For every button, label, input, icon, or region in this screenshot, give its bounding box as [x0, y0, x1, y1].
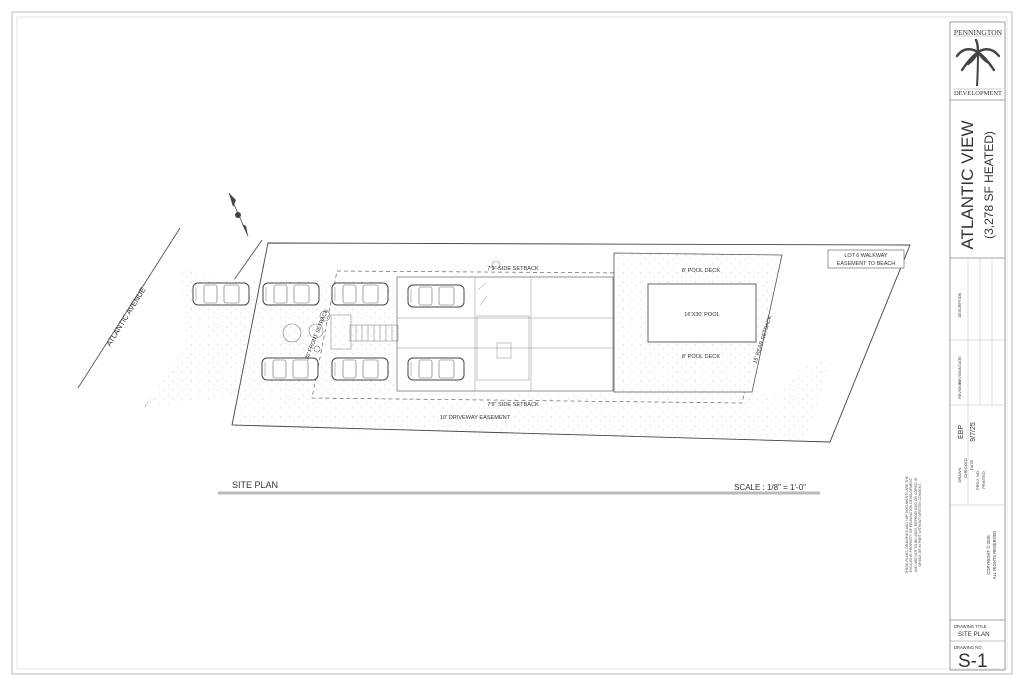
- project-subtitle: (3,278 SF HEATED): [982, 131, 996, 239]
- drawing-number-label: DRAWING NO.: [954, 645, 983, 650]
- side-setback-top-label: 7'9" SIDE SETBACK: [487, 266, 539, 272]
- walkway-label-line2: EASEMENT TO BEACH: [837, 261, 896, 267]
- brand-name-line1: PENNINGTON: [954, 28, 1003, 37]
- street-line-left: [77, 227, 181, 389]
- car-icon: [407, 357, 465, 381]
- sheet-border: [11, 11, 1013, 675]
- lot-boundary: [231, 242, 911, 443]
- car-icon: [407, 284, 465, 308]
- side-setback-bottom-label: 7'9" SIDE SETBACK: [487, 402, 539, 408]
- inner-border: [16, 16, 1008, 670]
- pool: [647, 283, 757, 343]
- stair: [330, 314, 399, 350]
- car-icon: [262, 282, 320, 306]
- checked-label-visible: CHECKED: [963, 458, 968, 478]
- date-value: 9/7/25: [970, 422, 977, 442]
- driveway-easement-label: 10' DRIVEWAY EASEMENT: [440, 415, 511, 421]
- plan-scale: SCALE : 1/8" = 1'-0": [734, 483, 806, 492]
- printed-label: PRINTED: [981, 471, 986, 489]
- car-icon: [331, 282, 389, 306]
- title-block: PENNINGTON DEVELOPMENT ATLANTIC VIEW (3,…: [905, 21, 1006, 672]
- drawing-title-value: SITE PLAN: [958, 631, 990, 638]
- pool-deck-top-label: 8' POOL DECK: [682, 268, 720, 274]
- info-grid: [950, 405, 1005, 506]
- date-label: DATE: [969, 459, 974, 470]
- copyright-text: COPYRIGHT © 2026: [986, 535, 991, 575]
- walkway-note-box: [827, 249, 905, 269]
- drawn-label: DRAWN: [957, 467, 962, 482]
- proj-no-label: PROJ. NO.: [975, 470, 980, 490]
- site-plan: ATLANTIC AVENUE: [77, 192, 911, 443]
- drawing-number-value: S-1: [958, 651, 988, 672]
- plan-caption: SITE PLAN: [232, 480, 278, 490]
- disclaimer-note: THESE PLANS, DRAWINGS AND / OR DOCUMENTS…: [905, 476, 922, 574]
- rights-text: ALL RIGHTS RESERVED: [992, 531, 997, 579]
- revision-label: REVISION: [958, 381, 962, 399]
- walkway-label-line1: LOT 6 WALKWAY: [844, 253, 888, 259]
- drawing-title-label: DRAWING TITLE: [954, 624, 987, 629]
- car-icon: [331, 357, 389, 381]
- project-title: ATLANTIC VIEW: [958, 120, 977, 249]
- house-grid: [397, 277, 613, 391]
- revision-table: [950, 258, 1005, 406]
- revision-date-label: REVISION DATE: [958, 356, 962, 384]
- pool-deck-bottom-label: 8' POOL DECK: [682, 354, 720, 360]
- palm-tree-logo: [954, 35, 1002, 90]
- driveway-easement-area: [230, 357, 832, 440]
- street-label: ATLANTIC AVENUE: [104, 286, 147, 348]
- car-icon: [192, 282, 250, 306]
- revision-description-header: DESCRIPTION: [958, 292, 962, 317]
- north-arrow-icon: [228, 192, 249, 237]
- car-icon: [261, 357, 319, 381]
- brand-name-line2: DEVELOPMENT: [954, 90, 1002, 97]
- pool-label: 16'X30' POOL: [684, 312, 719, 318]
- landscape-shrubs: [282, 260, 501, 353]
- drawn-value: EBP: [958, 425, 965, 439]
